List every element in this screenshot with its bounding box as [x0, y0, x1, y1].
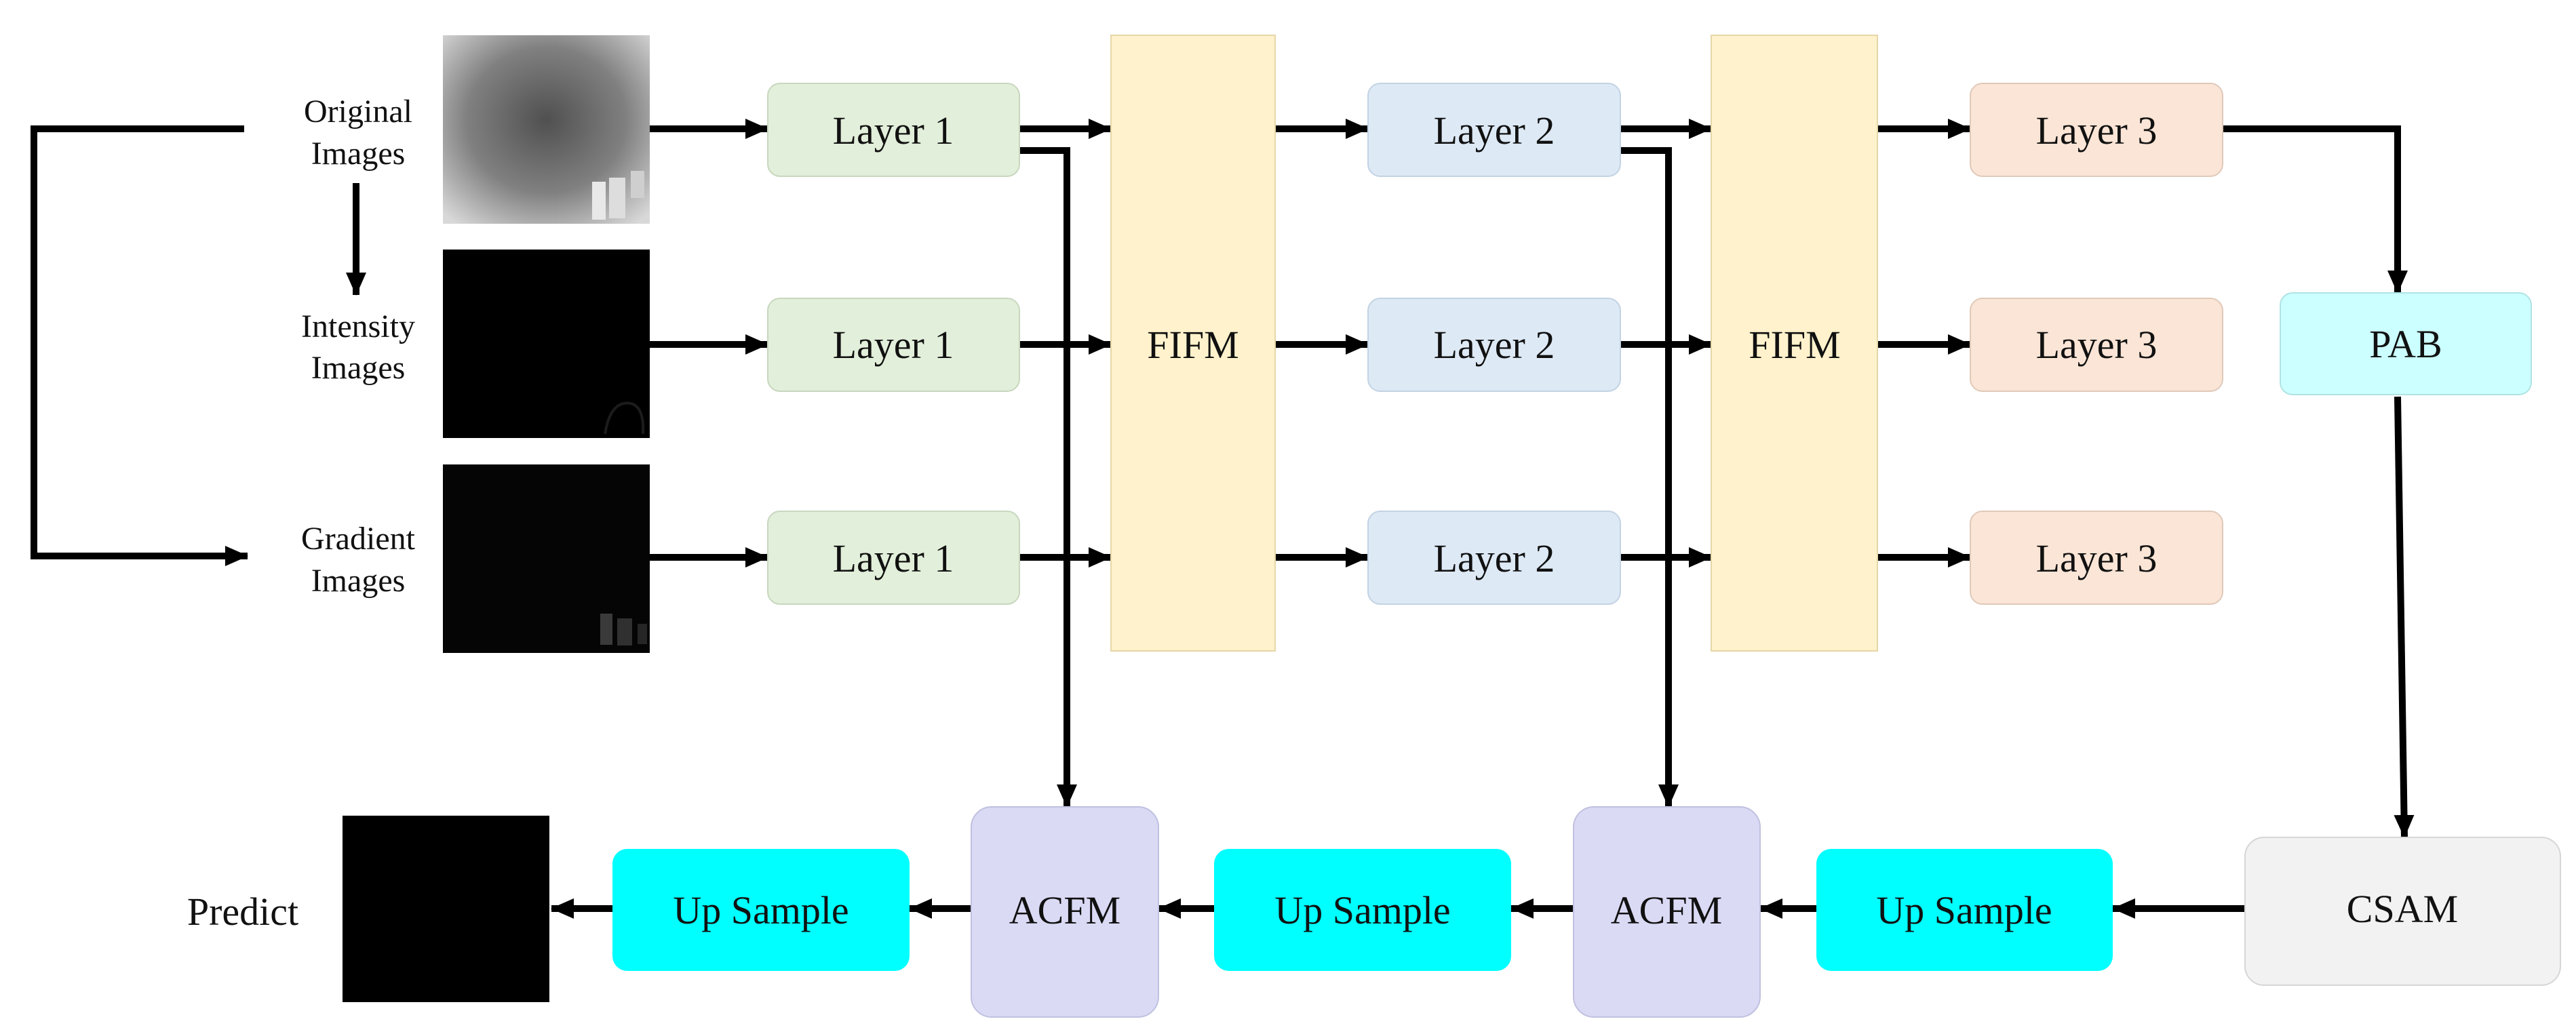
fifm2-label: FIFM: [1749, 323, 1840, 367]
label-original-1: Original: [304, 94, 412, 130]
upsample-3-block: [1816, 849, 2113, 971]
input-original-image: [443, 35, 650, 224]
acfm-1-label: ACFM: [1009, 888, 1120, 932]
input-intensity-image: [443, 250, 650, 438]
layer1-label-c: Layer 1: [833, 536, 954, 580]
layer1-label-b: Layer 1: [833, 323, 954, 367]
acfm-1-block: [971, 806, 1159, 1018]
upsample-2: Up Sample: [1214, 849, 1511, 971]
arrow-layer1-skip-to-acfm1: [1019, 147, 1077, 808]
layer2-label-b: Layer 2: [1434, 323, 1555, 367]
layer2-block-a: [1367, 83, 1621, 177]
label-intensity-2: Images: [311, 350, 406, 386]
fifm1-label: FIFM: [1147, 323, 1238, 367]
upsample-1-label: Up Sample: [673, 888, 848, 932]
layer3-label-c: Layer 3: [2036, 536, 2158, 580]
layer1-label-a: Layer 1: [833, 108, 954, 153]
arrow-layer3-to-pab: [2223, 125, 2408, 294]
layer3-block-b: [1970, 298, 2223, 392]
layer1-block-a: [767, 83, 1020, 177]
fifm1: FIFM: [1110, 35, 1276, 652]
layer1-block-b: [767, 298, 1020, 392]
acfm-2-block: [1573, 806, 1761, 1018]
acfm-2-label: ACFM: [1611, 888, 1722, 932]
pab-label: PAB: [2369, 322, 2442, 366]
predict-output: Predict: [187, 816, 549, 1002]
upsample-3: Up Sample: [1816, 849, 2113, 971]
predict-image: [343, 816, 549, 1002]
label-gradient-2: Images: [311, 563, 406, 599]
layer1-column: Layer 1 Layer 1 Layer 1: [767, 83, 1020, 605]
connection-arrows: [31, 119, 2415, 919]
arrow-pab-to-csam: [2394, 396, 2415, 838]
acfm-1: ACFM: [971, 806, 1159, 1018]
csam-label: CSAM: [2347, 887, 2458, 931]
arrow-original-to-gradient: [31, 125, 248, 566]
input-labels: Original Images Intensity Images Gradien…: [301, 94, 416, 599]
input-gradient-image: [443, 464, 650, 653]
fifm2-block: [1711, 35, 1878, 652]
pab-block: [2280, 292, 2532, 395]
layer3-label-a: Layer 3: [2036, 108, 2158, 153]
layer2-block-c: [1367, 511, 1621, 605]
acfm-2: ACFM: [1573, 806, 1761, 1018]
layer2-label-c: Layer 2: [1434, 536, 1555, 580]
pab: PAB: [2280, 292, 2532, 395]
upsample-3-label: Up Sample: [1876, 888, 2052, 932]
layer3-block-a: [1970, 83, 2223, 177]
layer3-block-c: [1970, 511, 2223, 605]
fifm1-block: [1110, 35, 1276, 652]
fifm2: FIFM: [1711, 35, 1878, 652]
csam-block: [2244, 837, 2561, 986]
upsample-1: Up Sample: [612, 849, 910, 971]
predict-label: Predict: [187, 890, 298, 934]
upsample-1-block: [612, 849, 910, 971]
upsample-2-label: Up Sample: [1274, 888, 1450, 932]
layer2-block-b: [1367, 298, 1621, 392]
label-gradient-1: Gradient: [301, 521, 416, 557]
label-intensity-1: Intensity: [301, 309, 415, 344]
layer2-label-a: Layer 2: [1434, 108, 1555, 153]
label-original-2: Images: [311, 136, 406, 172]
upsample-2-block: [1214, 849, 1511, 971]
layer3-column: Layer 3 Layer 3 Layer 3: [1970, 83, 2223, 605]
layer1-block-c: [767, 511, 1020, 605]
layer2-column: Layer 2 Layer 2 Layer 2: [1367, 83, 1621, 605]
csam: CSAM: [2244, 837, 2561, 986]
layer3-label-b: Layer 3: [2036, 323, 2158, 367]
arrow-layer2-skip-to-acfm2: [1620, 147, 1679, 808]
